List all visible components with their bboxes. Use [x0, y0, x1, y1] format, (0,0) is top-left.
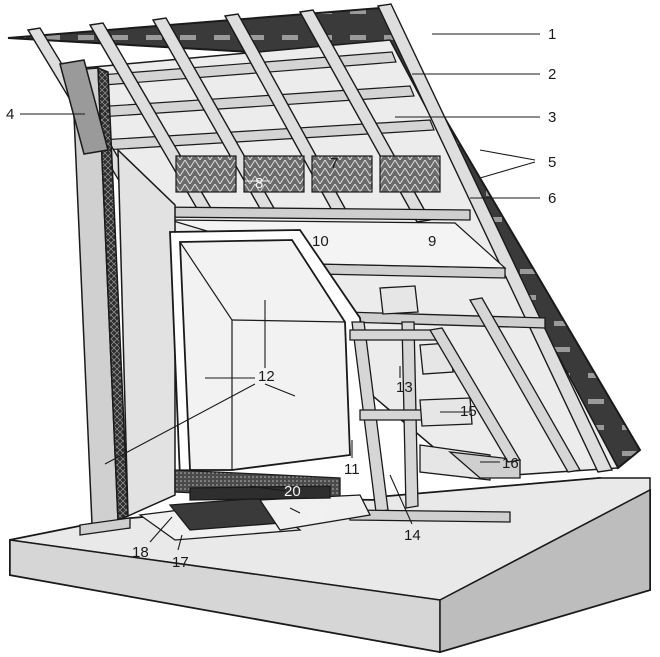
callout-1: 1: [548, 26, 556, 43]
callout-18: 18: [132, 544, 149, 561]
callout-14: 14: [404, 527, 421, 544]
callout-11: 11: [344, 461, 360, 478]
callout-8: 8: [255, 175, 263, 192]
callout-19: 19: [306, 505, 323, 522]
callout-20: 20: [284, 483, 301, 500]
callout-7: 7: [330, 155, 338, 172]
callout-9: 9: [428, 233, 436, 250]
callout-labels: 1 2 3 4 5 6 7 8 9 10 11 12 13 14 15 16 1…: [6, 26, 556, 571]
floor-layers: [138, 469, 371, 541]
insulation: [175, 155, 441, 193]
leader-lines: [20, 33, 540, 551]
side-wall: [117, 148, 176, 518]
callout-3: 3: [548, 109, 556, 126]
callout-4: 4: [6, 106, 14, 123]
callout-13: 13: [396, 379, 413, 396]
callout-16: 16: [502, 455, 519, 472]
callout-5: 5: [548, 154, 556, 171]
callout-6: 6: [548, 190, 556, 207]
callout-2: 2: [548, 66, 556, 83]
callout-10: 10: [312, 233, 329, 250]
struts: [428, 297, 582, 473]
callout-17: 17: [172, 554, 189, 571]
callout-15: 15: [460, 403, 477, 420]
callout-12: 12: [258, 368, 275, 385]
